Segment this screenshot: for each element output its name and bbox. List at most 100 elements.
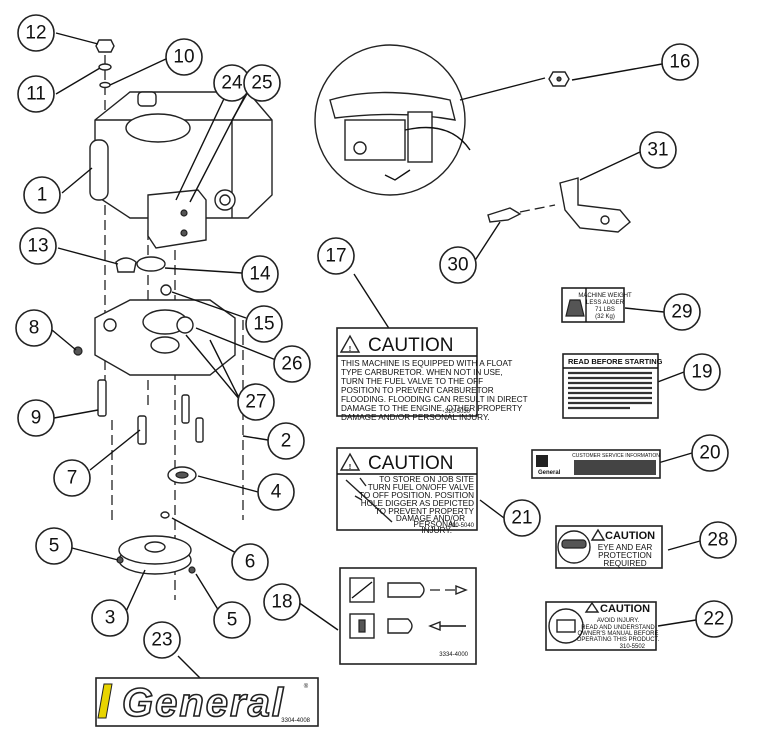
callout-9: 9: [17, 399, 55, 437]
callout-28: 28: [699, 521, 737, 559]
decal-17-line-2: TYPE CARBURETOR. WHEN NOT IN USE,: [341, 368, 503, 377]
decal-17-line-7: DAMAGE AND/OR PERSONAL INJURY.: [341, 413, 490, 422]
decal-28-line-2: PROTECTION: [598, 551, 652, 560]
callout-23: 23: [143, 621, 181, 659]
svg-text:26: 26: [281, 354, 302, 375]
decal-21-partno: 310-5040: [449, 523, 475, 529]
svg-text:16: 16: [669, 52, 690, 73]
decal-21-line-1: TO STORE ON JOB SITE: [379, 475, 474, 484]
decal-22-line-1: AVOID INJURY.: [597, 618, 640, 624]
callout-3: 3: [91, 599, 129, 637]
decal-17-line-4: POSITION TO PREVENT CARBURETOR: [341, 386, 494, 395]
decal-17-partno: 310-5030: [445, 409, 471, 415]
decal-21-line-4: HOLE DIGGER AS DEPICTED: [361, 499, 474, 508]
svg-text:17: 17: [325, 246, 346, 267]
decal-28-title: CAUTION: [605, 530, 655, 542]
svg-text:30: 30: [447, 255, 468, 276]
decal-17-line-1: THIS MACHINE IS EQUIPPED WITH A FLOAT: [341, 359, 512, 368]
gear-housing: [94, 299, 236, 376]
callout-8: 8: [15, 309, 53, 347]
svg-text:20: 20: [699, 443, 720, 464]
eye-ear-decal-28: CAUTION EYE AND EAR PROTECTION REQUIRED: [555, 525, 663, 569]
callout-14: 14: [241, 255, 279, 293]
decal-21-line-5: TO PREVENT PROPERTY: [375, 507, 475, 516]
callout-10: 10: [165, 38, 203, 76]
callout-21: 21: [503, 499, 541, 537]
svg-text:22: 22: [703, 609, 724, 630]
decal-22-line-4: OPERATING THIS PRODUCT.: [577, 637, 660, 643]
read-before-starting-decal-19: READ BEFORE STARTING: [562, 353, 663, 419]
decal-29-line-4: (32 Kg): [595, 314, 615, 320]
decal-19-title: READ BEFORE STARTING: [568, 357, 663, 366]
svg-text:2: 2: [281, 431, 292, 452]
svg-text:21: 21: [511, 508, 532, 529]
callout-30: 30: [439, 246, 477, 284]
svg-text:5: 5: [227, 610, 238, 631]
callout-4: 4: [257, 473, 295, 511]
callout-6: 6: [231, 543, 269, 581]
decal-29-line-1: MACHINE WEIGHT: [578, 293, 632, 299]
decal-20-brand: General: [538, 470, 561, 476]
leader-lines: [51, 32, 701, 691]
callout-24: 24: [213, 64, 251, 102]
svg-text:12: 12: [25, 23, 46, 44]
decal-20-title: CUSTOMER SERVICE INFORMATION: [572, 453, 660, 459]
weight-decal-29: MACHINE WEIGHT LESS AUGER 71 LBS (32 Kg): [561, 287, 632, 323]
decal-29-line-2: LESS AUGER: [586, 300, 625, 306]
decal-17-line-3: TURN THE FUEL VALVE TO THE OFF: [341, 377, 483, 386]
caution-title-17: CAUTION: [368, 335, 454, 356]
decal-21-line-3: TO OFF POSITION. POSITION: [359, 491, 474, 500]
callout-29: 29: [663, 293, 701, 331]
throttle-bracket: [487, 177, 631, 233]
svg-text:27: 27: [245, 392, 266, 413]
svg-text:14: 14: [249, 264, 271, 285]
svg-text:8: 8: [29, 318, 40, 339]
callout-16: 16: [661, 43, 699, 81]
callout-20: 20: [691, 434, 729, 472]
icon-decal-18: 3334-4000: [339, 567, 477, 665]
svg-text:15: 15: [253, 314, 274, 335]
caution-decal-17: ! CAUTION THIS MACHINE IS EQUIPPED WITH …: [336, 327, 528, 422]
decal-23-partno: 3304-4008: [281, 718, 310, 724]
svg-text:!: !: [349, 462, 352, 471]
decal-17-line-6: DAMAGE TO THE ENGINE, OTHER PROPERTY: [341, 404, 523, 413]
callout-25: 25: [243, 64, 281, 102]
svg-text:23: 23: [151, 630, 172, 651]
svg-text:4: 4: [271, 482, 282, 503]
svg-text:18: 18: [271, 592, 292, 613]
callout-5-left: 5: [35, 527, 73, 565]
svg-text:5: 5: [49, 536, 60, 557]
svg-text:6: 6: [245, 552, 256, 573]
decal-18-partno: 3334-4000: [439, 652, 468, 658]
decal-21-line-6: DAMAGE AND/OR: [396, 514, 465, 523]
callout-22: 22: [695, 600, 733, 638]
decal-22-partno: 310-5502: [620, 644, 646, 650]
svg-text:24: 24: [221, 73, 243, 94]
callout-19: 19: [683, 353, 721, 391]
svg-text:25: 25: [251, 73, 272, 94]
callout-12: 12: [17, 14, 55, 52]
decal-28-line-1: EYE AND EAR: [598, 543, 653, 552]
svg-text:1: 1: [37, 185, 48, 206]
svg-text:3: 3: [105, 608, 116, 629]
svg-text:9: 9: [31, 408, 42, 429]
svg-text:28: 28: [707, 530, 728, 551]
decal-21-line-7: PERSONAL: [413, 520, 458, 529]
callout-5-right: 5: [213, 601, 251, 639]
svg-text:7: 7: [67, 468, 78, 489]
decal-23-brand: General: [122, 681, 285, 725]
avoid-injury-decal-22: CAUTION AVOID INJURY. READ AND UNDERSTAN…: [545, 601, 660, 651]
decal-21-line-2: TURN FUEL ON/OFF VALVE: [368, 483, 475, 492]
svg-text:29: 29: [671, 302, 692, 323]
callout-17: 17: [317, 237, 355, 275]
svg-text:10: 10: [173, 47, 194, 68]
small-parts: [73, 39, 204, 575]
svg-text:®: ®: [304, 683, 309, 690]
callout-15: 15: [245, 305, 283, 343]
callout-1: 1: [23, 176, 61, 214]
caution-title-21: CAUTION: [368, 453, 454, 474]
svg-text:31: 31: [647, 140, 668, 161]
carburetor-detail: [314, 44, 570, 196]
customer-service-decal-20: General CUSTOMER SERVICE INFORMATION: [531, 449, 661, 479]
